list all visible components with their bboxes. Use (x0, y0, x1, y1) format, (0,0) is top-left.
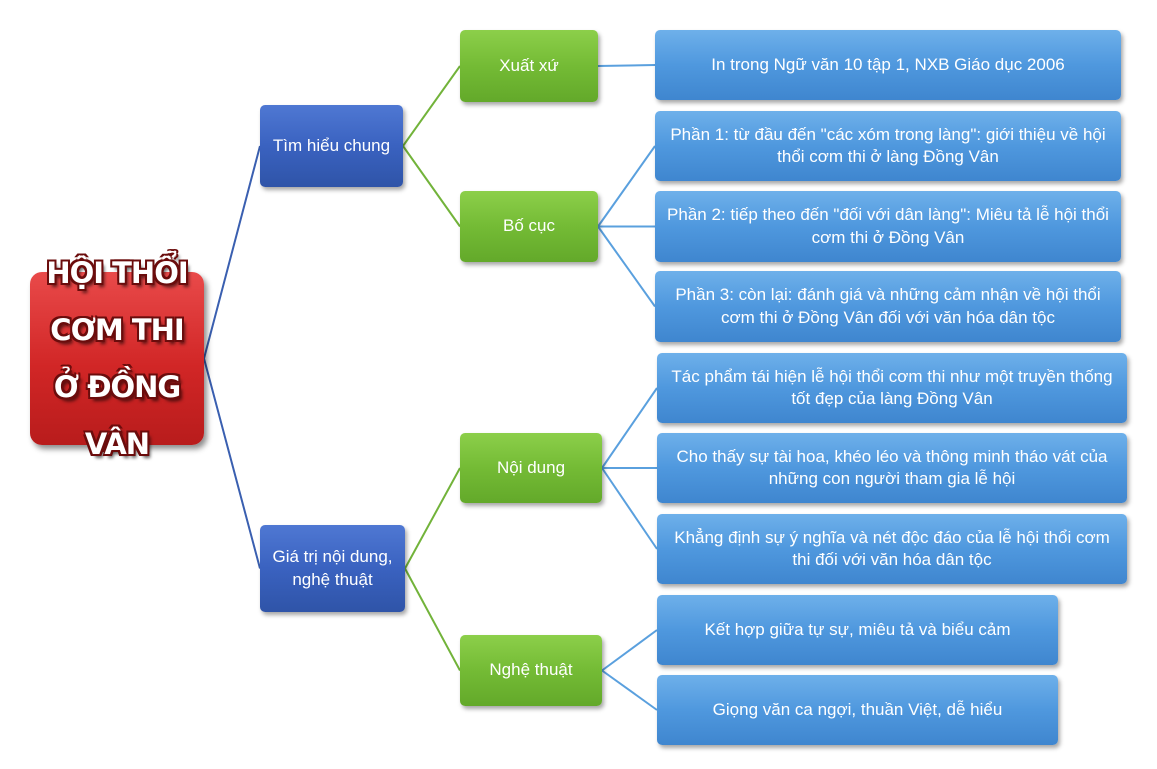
leaf-noi-dung-3: Khẳng định sự ý nghĩa và nét độc đáo của… (657, 514, 1127, 584)
branch-tim-hieu-chung: Tìm hiểu chung (260, 105, 403, 187)
connector-branch-to-sub (402, 65, 461, 147)
leaf-noi-dung-1: Tác phẩm tái hiện lễ hội thổi cơm thi nh… (657, 353, 1127, 423)
root-title-line: Ở ĐỒNG VÂN (53, 369, 181, 461)
connector-sub-to-leaf (601, 387, 658, 469)
connector-sub-to-leaf (597, 145, 656, 228)
root-node: HỘI THỔI CƠM THI Ở ĐỒNG VÂN (30, 256, 204, 461)
leaf-bo-cuc-phan-3: Phần 3: còn lại: đánh giá và những cảm n… (655, 271, 1121, 342)
leaf-xuat-xu: In trong Ngữ văn 10 tập 1, NXB Giáo dục … (655, 30, 1121, 100)
connector-root-to-branch (203, 358, 261, 569)
connector-sub-to-leaf (597, 64, 656, 67)
connector-branch-to-sub (404, 568, 461, 671)
connector-sub-to-leaf (601, 467, 658, 550)
sub-nghe-thuat: Nghệ thuật (460, 635, 602, 706)
connector-sub-to-leaf (601, 669, 658, 711)
connector-branch-to-sub (404, 467, 461, 569)
leaf-nghe-thuat-1: Kết hợp giữa tự sự, miêu tả và biểu cảm (657, 595, 1058, 665)
root-title-line: CƠM THI (50, 312, 184, 347)
connector-branch-to-sub (402, 145, 461, 228)
branch-gia-tri: Giá trị nội dung, nghệ thuật (260, 525, 405, 612)
sub-bo-cuc: Bố cục (460, 191, 598, 262)
sub-noi-dung: Nội dung (460, 433, 602, 503)
connector-root-to-branch (203, 145, 261, 359)
leaf-bo-cuc-phan-1: Phần 1: từ đầu đến "các xóm trong làng":… (655, 111, 1121, 181)
sub-xuat-xu: Xuất xứ (460, 30, 598, 102)
leaf-bo-cuc-phan-2: Phần 2: tiếp theo đến "đối với dân làng"… (655, 191, 1121, 262)
leaf-nghe-thuat-2: Giọng văn ca ngợi, thuần Việt, dễ hiểu (657, 675, 1058, 745)
connector-sub-to-leaf (597, 225, 656, 308)
leaf-noi-dung-2: Cho thấy sự tài hoa, khéo léo và thông m… (657, 433, 1127, 503)
connector-sub-to-leaf (601, 629, 658, 672)
root-title-line: HỘI THỔI (46, 255, 188, 290)
